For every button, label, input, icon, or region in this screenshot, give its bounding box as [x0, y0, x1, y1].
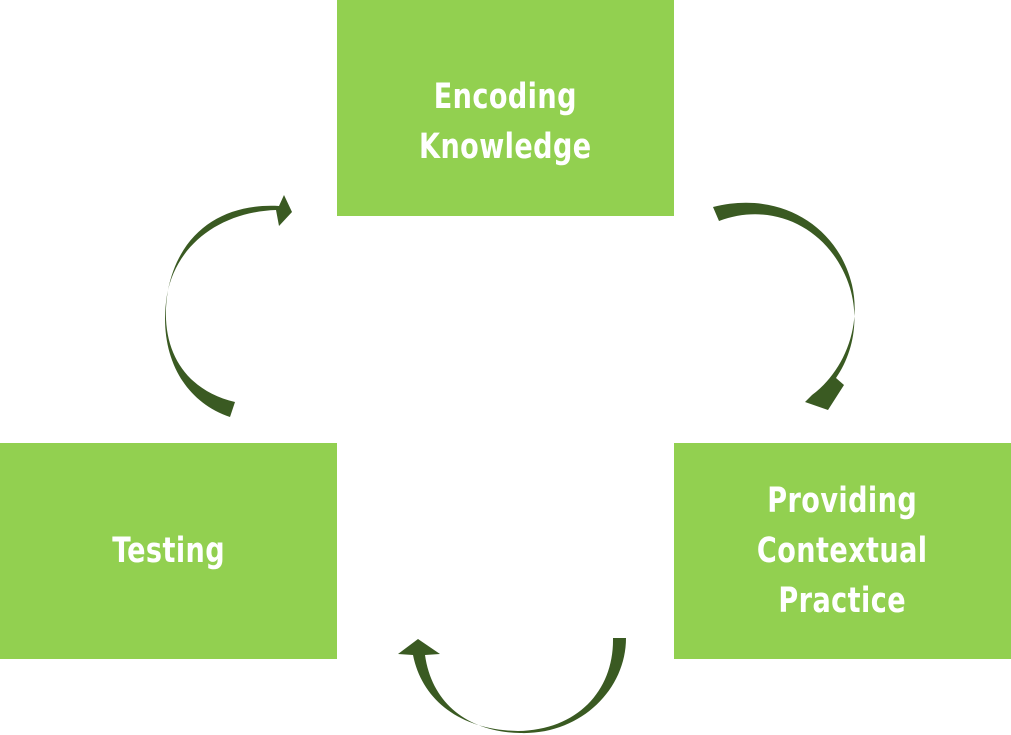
node-label: Providing Contextual Practice — [757, 481, 928, 621]
node-testing: Testing — [0, 443, 337, 659]
node-label: Testing — [112, 531, 225, 571]
curved-arrow-practice-to-testing-icon — [398, 638, 626, 734]
node-label: Encoding Knowledge — [419, 77, 592, 167]
node-encoding-knowledge: Encoding Knowledge — [337, 0, 674, 216]
curved-arrow-testing-to-encoding-icon — [165, 195, 292, 417]
curved-arrow-encoding-to-practice-icon — [713, 202, 855, 410]
node-providing-contextual-practice: Providing Contextual Practice — [674, 443, 1011, 659]
